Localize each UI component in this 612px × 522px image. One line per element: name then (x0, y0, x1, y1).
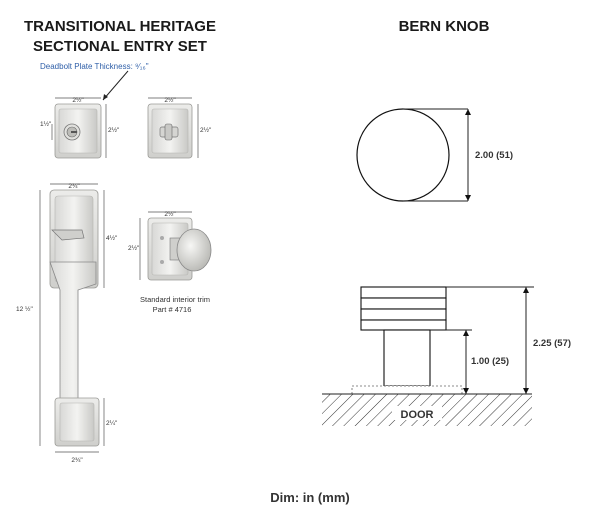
stem-height-label: 1.00 (25) (471, 356, 509, 367)
deadbolt-height-label: 2½" (108, 126, 120, 134)
left-title-line1: TRANSITIONAL HERITAGE (24, 18, 216, 35)
deadbolt-width-label: 2½" (72, 96, 84, 104)
cylinder-height-label: 1½" (40, 120, 52, 128)
stem-arrow-top (463, 330, 469, 336)
deadbolt-plate (54, 103, 102, 159)
right-title: BERN KNOB (399, 18, 490, 35)
units-footer: Dim: in (mm) (270, 490, 349, 505)
trim-width-label: 2½" (164, 210, 176, 218)
deadbolt-note-leader (102, 70, 129, 101)
overall-height-label: 12 ½" (16, 305, 33, 313)
trim-caption-line1: Standard interior trim (140, 295, 210, 304)
diameter-label: 2.00 (51) (475, 150, 513, 161)
deadbolt-note-arrowhead (103, 94, 108, 100)
deadbolt-thickness-note: Deadbolt Plate Thickness: ⁹⁄₁₆" (40, 62, 149, 71)
left-title-line2: SECTIONAL ENTRY SET (33, 38, 207, 55)
bottom-width-label: 2¾" (71, 457, 83, 464)
overall-arrow-top (523, 287, 529, 293)
trim-height-label: 2½" (128, 244, 140, 252)
knob-front-circle (356, 108, 450, 202)
interior-thumbturn-plate (147, 103, 193, 159)
interior-trim-knob (147, 217, 212, 281)
interior-height-label: 2½" (200, 126, 212, 134)
door-label: DOOR (401, 409, 434, 421)
interior-width-label: 2½" (164, 96, 176, 104)
stem-arrow-bottom (463, 388, 469, 394)
knob-side-view (351, 286, 463, 395)
overall-knob-height-label: 2.25 (57) (533, 338, 571, 349)
entry-handle (49, 189, 100, 447)
overall-arrow-bottom (523, 388, 529, 394)
diameter-arrow-top (465, 109, 471, 115)
bottom-height-label: 2¼" (106, 420, 118, 427)
trim-caption-line2: Part # 4716 (153, 305, 192, 314)
handle-top-width-label: 2¾" (68, 183, 80, 190)
door-label-bg (392, 406, 442, 420)
handle-upper-height-label: 4½" (106, 234, 118, 242)
diameter-arrow-bottom (465, 195, 471, 201)
